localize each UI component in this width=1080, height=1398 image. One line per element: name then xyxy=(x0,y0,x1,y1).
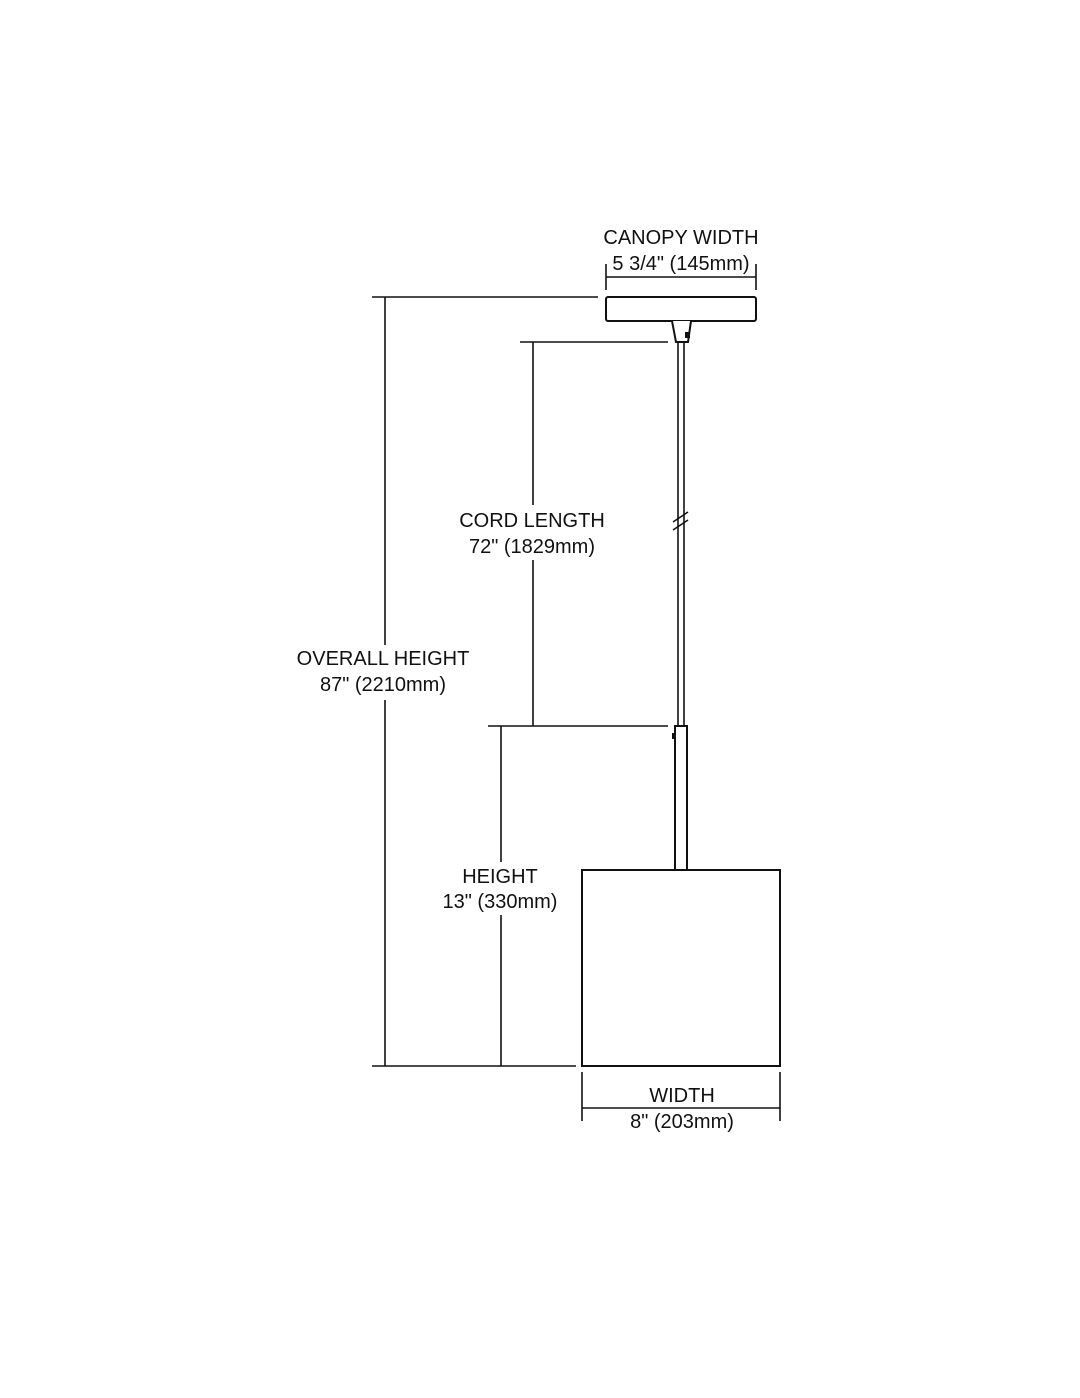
canopy-width-title: CANOPY WIDTH xyxy=(603,227,758,249)
stem xyxy=(674,725,688,871)
shade xyxy=(581,869,781,1067)
overall-height-value: 87" (2210mm) xyxy=(320,674,446,696)
overall-height-title: OVERALL HEIGHT xyxy=(297,648,470,670)
cord-length-value: 72" (1829mm) xyxy=(469,536,595,558)
height-title: HEIGHT xyxy=(462,866,538,888)
break-mark xyxy=(672,511,689,523)
canopy xyxy=(605,296,757,322)
cord-length-title: CORD LENGTH xyxy=(459,510,605,532)
width-value: 8" (203mm) xyxy=(630,1111,734,1133)
width-title: WIDTH xyxy=(649,1085,715,1107)
canopy-width-value: 5 3/4" (145mm) xyxy=(612,253,749,275)
break-mark xyxy=(672,519,689,531)
height-value: 13" (330mm) xyxy=(443,891,558,913)
stem-screw xyxy=(672,733,675,739)
set-screw xyxy=(685,332,690,338)
canopy-fitting xyxy=(671,320,692,343)
